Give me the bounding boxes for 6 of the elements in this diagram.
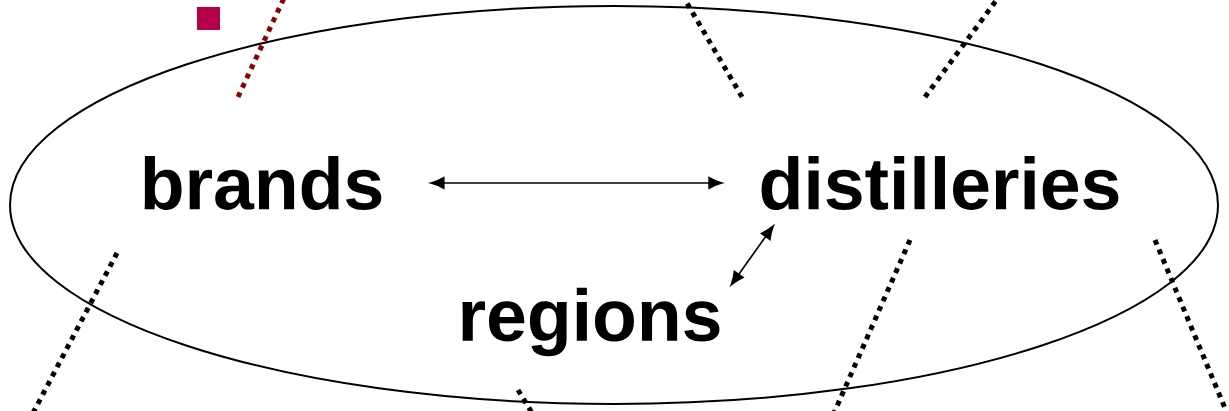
node-label: brands [144,156,382,210]
arrow [430,177,723,189]
ellipse [9,5,1219,405]
node-label: distilleries [761,156,1119,210]
arrow [730,225,774,286]
node-label: regions [462,287,720,357]
